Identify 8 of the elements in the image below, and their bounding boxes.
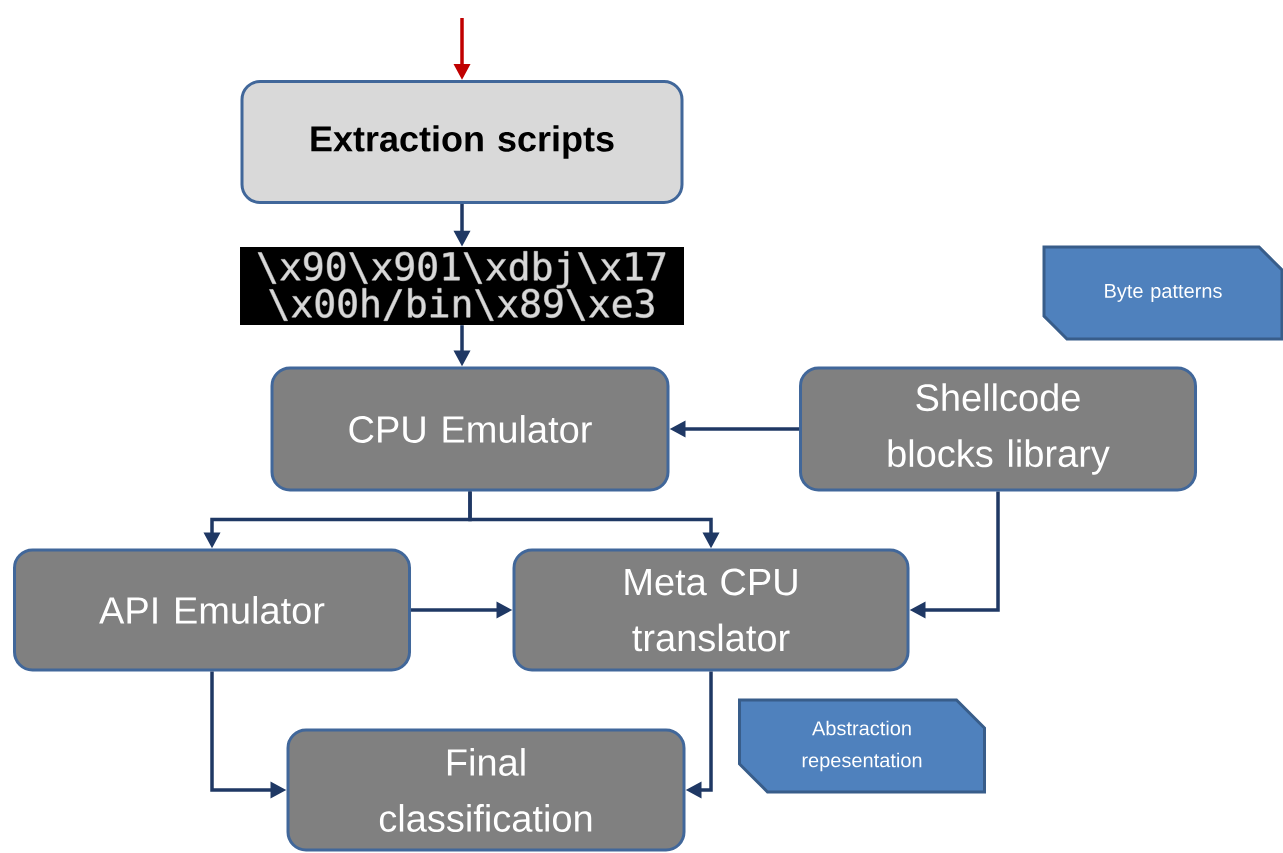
process-box: Meta CPU translator bbox=[512, 548, 910, 672]
tag-box: Byte patterns bbox=[1042, 245, 1283, 341]
process-box: Shellcode blocks library bbox=[799, 366, 1197, 492]
process-box: Extraction scripts bbox=[240, 80, 684, 204]
tag-box: Abstraction repesentation bbox=[738, 698, 986, 794]
process-box: Final classification bbox=[286, 728, 686, 852]
process-box: CPU Emulator bbox=[270, 366, 670, 492]
process-box: API Emulator bbox=[13, 548, 411, 672]
